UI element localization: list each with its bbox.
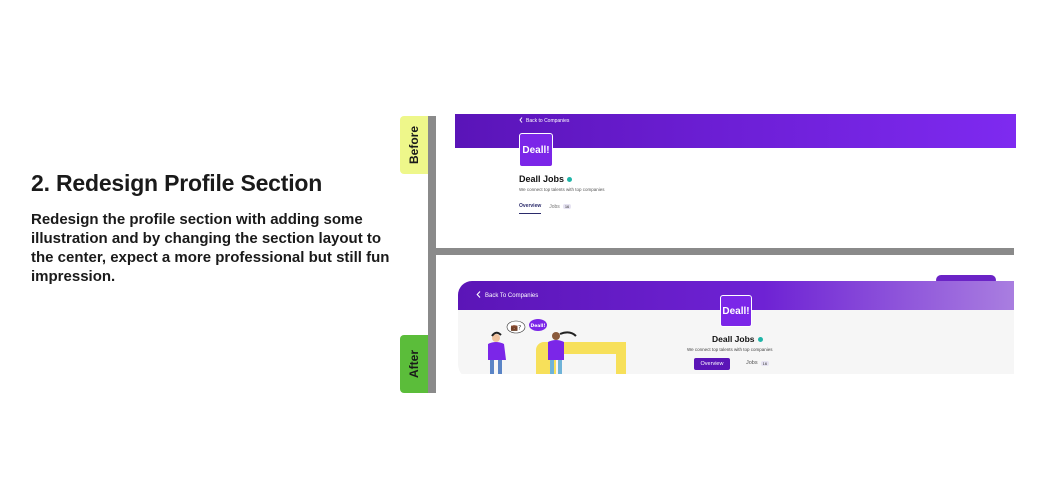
speech-bubble-left: 💼? bbox=[511, 325, 522, 332]
before-label: Before bbox=[407, 125, 422, 165]
after-label-tag: After bbox=[400, 335, 428, 393]
tab-jobs[interactable]: Jobs 16 bbox=[549, 203, 572, 214]
company-name-text: Deall Jobs bbox=[519, 174, 565, 184]
tab-jobs-label: Jobs bbox=[746, 360, 758, 366]
people-illustration: 💼? Deall! bbox=[488, 319, 626, 374]
profile-tabs: Overview Jobs 16 bbox=[519, 203, 572, 214]
back-link-label: Back to Companies bbox=[526, 118, 570, 124]
before-profile-screenshot: Back to Companies Deall! Deall Jobs We c… bbox=[455, 114, 1016, 244]
comparison-frame-divider bbox=[428, 248, 1014, 255]
after-label: After bbox=[407, 349, 422, 379]
company-name-text: Deall Jobs bbox=[712, 334, 755, 344]
before-label-tag: Before bbox=[400, 116, 428, 174]
section-title: 2. Redesign Profile Section bbox=[31, 170, 323, 196]
company-name: Deall Jobs bbox=[519, 174, 573, 184]
back-link-label: Back To Companies bbox=[485, 292, 539, 299]
back-link[interactable]: Back To Companies bbox=[476, 291, 538, 300]
verified-icon bbox=[567, 176, 573, 182]
overview-button[interactable]: Overview bbox=[694, 358, 730, 370]
back-link[interactable]: Back to Companies bbox=[519, 117, 569, 125]
company-logo: Deall! bbox=[720, 295, 752, 327]
tab-jobs-label: Jobs bbox=[549, 203, 560, 210]
after-profile-screenshot: Back To Companies 💼? Deall! Deall! Deall… bbox=[458, 272, 1014, 374]
tab-jobs[interactable]: Jobs 16 bbox=[746, 360, 770, 366]
jobs-count-badge: 16 bbox=[760, 360, 770, 366]
verified-icon bbox=[757, 336, 763, 342]
chevron-left-icon bbox=[519, 117, 523, 125]
company-tagline: We connect top talents with top companie… bbox=[519, 187, 605, 192]
company-logo: Deall! bbox=[519, 133, 553, 167]
speech-bubble-right: Deall! bbox=[531, 323, 546, 329]
jobs-count-badge: 16 bbox=[562, 204, 572, 209]
header-button[interactable] bbox=[936, 275, 996, 285]
company-tagline: We connect top talents with top companie… bbox=[687, 347, 773, 352]
section-description: Redesign the profile section with adding… bbox=[31, 211, 390, 285]
company-name: Deall Jobs bbox=[712, 334, 763, 344]
tab-overview[interactable]: Overview bbox=[519, 203, 542, 214]
chevron-left-icon bbox=[476, 291, 481, 300]
